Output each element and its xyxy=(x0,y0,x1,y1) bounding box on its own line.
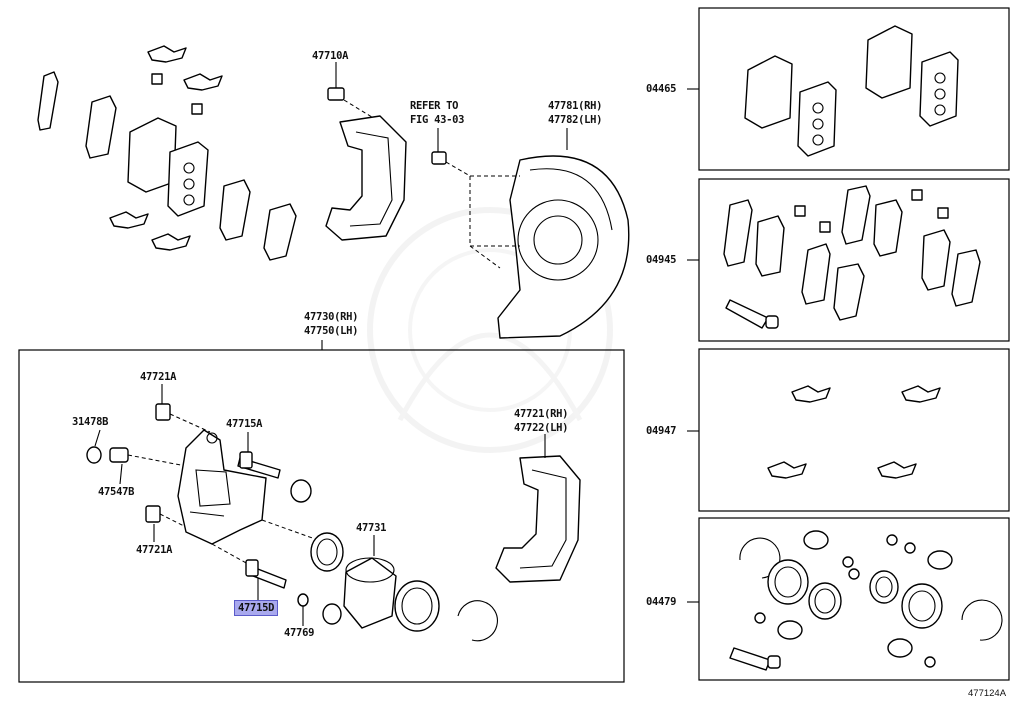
kit-box-04947[interactable] xyxy=(698,348,1010,512)
label-refer-to: REFER TO xyxy=(410,100,459,112)
kit-04465-pads xyxy=(744,25,959,157)
kit-04945-shims xyxy=(723,185,981,329)
label-47721A-top[interactable]: 47721A xyxy=(140,371,177,383)
figure-code: 477124A xyxy=(968,688,1007,699)
kit-box-04465[interactable] xyxy=(698,7,1010,171)
label-47781-rh[interactable]: 47781(RH) xyxy=(548,100,603,112)
kit-04479-seals xyxy=(729,530,1003,671)
leader-lines xyxy=(94,62,568,626)
label-refer-fig[interactable]: FIG 43-03 xyxy=(410,114,465,126)
label-47730-rh[interactable]: 47730(RH) xyxy=(304,311,359,323)
label-47782-lh[interactable]: 47782(LH) xyxy=(548,114,603,126)
label-47750-lh[interactable]: 47750(LH) xyxy=(304,325,359,337)
label-31478B[interactable]: 31478B xyxy=(72,416,109,428)
label-47731[interactable]: 47731 xyxy=(356,522,387,534)
label-47769[interactable]: 47769 xyxy=(284,627,315,639)
caliper-assembly-box[interactable] xyxy=(18,349,625,683)
kit-04947-clips xyxy=(767,385,941,479)
pad-cluster xyxy=(37,45,297,261)
dust-shield xyxy=(469,155,630,339)
label-47547B[interactable]: 47547B xyxy=(98,486,135,498)
kit-box-04479[interactable] xyxy=(698,517,1010,681)
label-47715A[interactable]: 47715A xyxy=(226,418,263,430)
label-kit-04947[interactable]: 04947 xyxy=(646,425,677,437)
label-47721-rh[interactable]: 47721(RH) xyxy=(514,408,569,420)
mounting-bracket-upper xyxy=(325,87,471,241)
label-47715D-highlighted[interactable]: 47715D xyxy=(234,600,279,616)
caliper-assembly xyxy=(86,403,581,642)
label-47710A[interactable]: 47710A xyxy=(312,50,349,62)
label-kit-04465[interactable]: 04465 xyxy=(646,83,677,95)
label-kit-04479[interactable]: 04479 xyxy=(646,596,677,608)
label-kit-04945[interactable]: 04945 xyxy=(646,254,677,266)
label-47721A-bottom[interactable]: 47721A xyxy=(136,544,173,556)
label-47722-lh[interactable]: 47722(LH) xyxy=(514,422,569,434)
